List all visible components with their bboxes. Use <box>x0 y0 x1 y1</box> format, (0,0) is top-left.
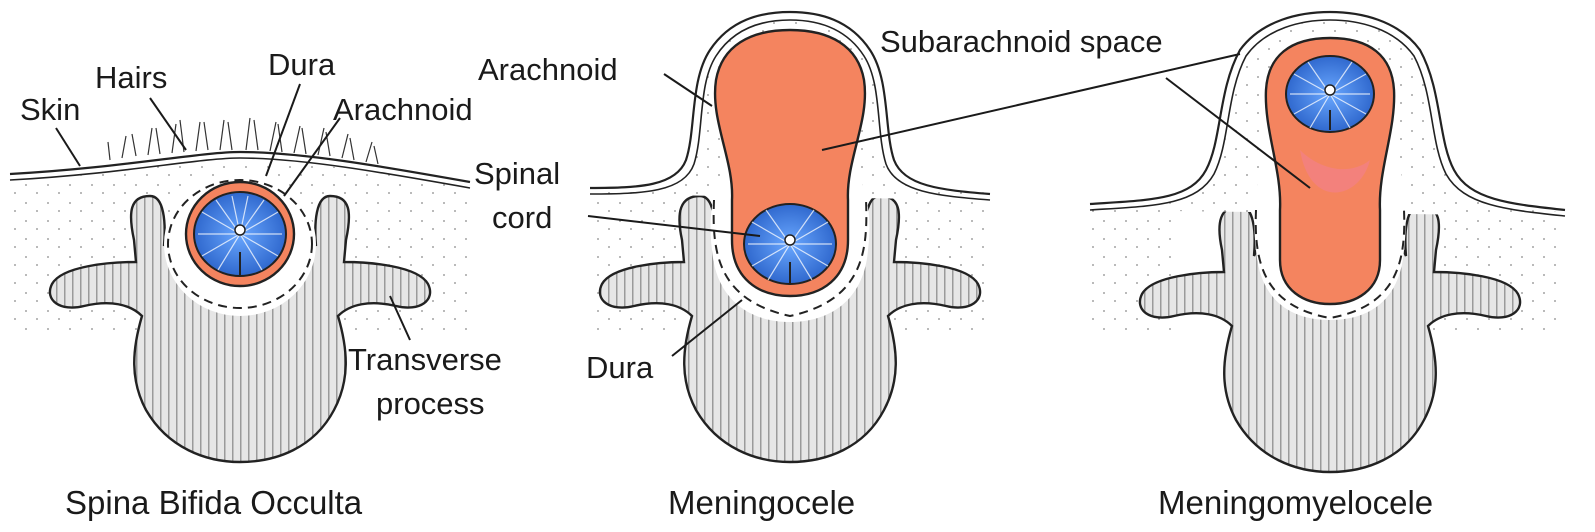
label-process: process <box>376 386 485 421</box>
caption-spina-bifida-occulta: Spina Bifida Occulta <box>65 484 363 521</box>
label-spinal: Spinal <box>474 156 560 191</box>
panel-meningomyelocele <box>1090 12 1565 472</box>
caption-meningomyelocele: Meningomyelocele <box>1158 484 1433 521</box>
label-arachnoid: Arachnoid <box>333 92 473 127</box>
label-dura: Dura <box>268 47 336 82</box>
label-hairs: Hairs <box>95 60 167 95</box>
captions: Spina Bifida Occulta Meningocele Meningo… <box>65 484 1433 521</box>
label-transverse: Transverse <box>348 342 502 377</box>
label-arachnoid-2: Arachnoid <box>478 52 618 87</box>
panel-meningocele <box>590 12 990 462</box>
label-dura-2: Dura <box>586 350 654 385</box>
label-cord: cord <box>492 200 552 235</box>
label-subarachnoid-space: Subarachnoid space <box>880 24 1163 59</box>
label-skin: Skin <box>20 92 80 127</box>
spinal-cord-3 <box>1286 56 1374 132</box>
spinal-cord-1 <box>194 192 286 276</box>
caption-meningocele: Meningocele <box>668 484 855 521</box>
spinal-cord-2 <box>744 204 836 284</box>
